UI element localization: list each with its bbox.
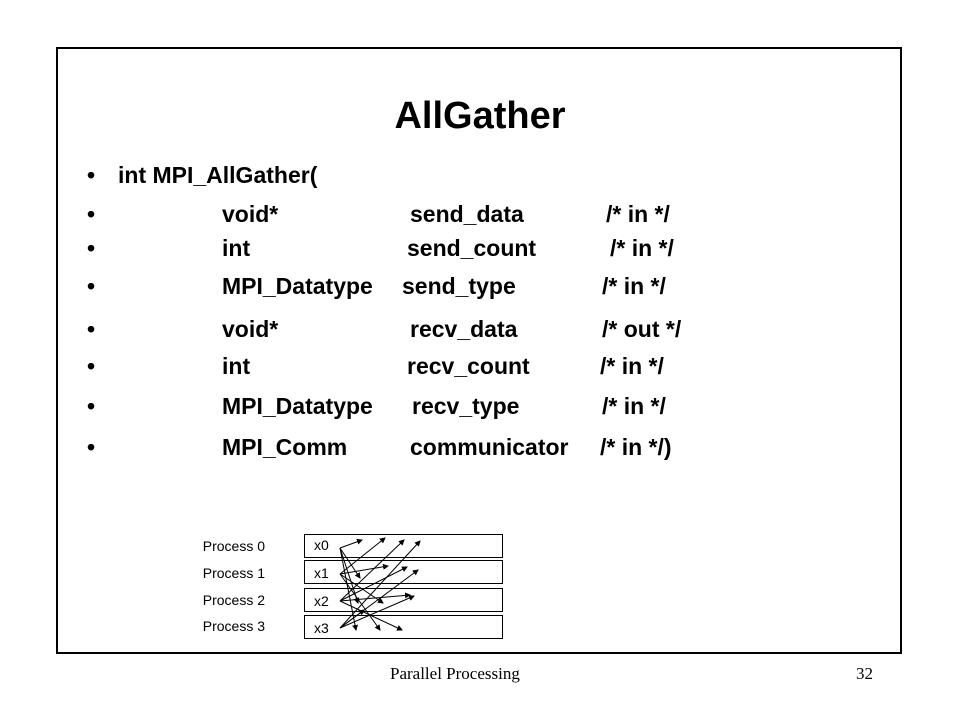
arrow-line xyxy=(339,566,408,602)
bullet-marker: • xyxy=(87,393,96,419)
arrow-line xyxy=(339,547,361,579)
bullet-marker: • xyxy=(87,235,96,261)
param-name: send_data xyxy=(410,201,524,227)
param-comment: /* in */ xyxy=(602,273,666,299)
function-signature: int MPI_AllGather( xyxy=(118,162,318,188)
process-buffer xyxy=(304,615,503,639)
bullet-marker: • xyxy=(87,434,96,460)
process-label: Process 3 xyxy=(202,618,265,634)
param-name: send_count xyxy=(407,235,537,261)
slide-number: 32 xyxy=(856,664,873,683)
process-label: Process 1 xyxy=(202,565,265,581)
arrow-line xyxy=(339,537,386,575)
slide-title: AllGather xyxy=(394,95,566,137)
footer-title: Parallel Processing xyxy=(390,664,520,683)
param-type: MPI_Datatype xyxy=(222,393,373,419)
param-name: communicator xyxy=(410,434,569,460)
param-type: int xyxy=(222,235,251,261)
process-value: x3 xyxy=(314,620,329,636)
param-comment: /* in */ xyxy=(600,353,664,379)
slide-frame xyxy=(56,47,902,654)
process-label: Process 2 xyxy=(202,592,265,608)
bullet-marker: • xyxy=(87,162,96,188)
arrow-line xyxy=(339,609,365,629)
process-value: x0 xyxy=(314,537,329,553)
param-name: send_type xyxy=(402,273,516,299)
param-comment: /* in */ xyxy=(610,235,674,261)
process-value: x1 xyxy=(314,565,329,581)
bullet-marker: • xyxy=(87,273,96,299)
param-type: void* xyxy=(222,201,279,227)
arrow-line xyxy=(339,573,381,631)
bullet-marker: • xyxy=(87,316,96,342)
arrow-line xyxy=(339,592,411,602)
param-comment: /* in */) xyxy=(600,434,672,460)
arrow-line xyxy=(339,539,405,602)
process-buffer xyxy=(304,560,503,584)
arrow-line xyxy=(339,600,403,631)
process-buffer xyxy=(304,534,503,558)
param-type: MPI_Datatype xyxy=(222,273,373,299)
arrow-line xyxy=(339,538,363,549)
arrow-line xyxy=(339,595,415,629)
param-type: void* xyxy=(222,316,279,342)
bullet-marker: • xyxy=(87,353,96,379)
param-type: MPI_Comm xyxy=(222,434,348,460)
param-name: recv_type xyxy=(412,393,520,419)
process-value: x2 xyxy=(314,593,329,609)
param-name: recv_data xyxy=(410,316,518,342)
param-comment: /* in */ xyxy=(602,393,666,419)
arrow-line xyxy=(339,563,389,575)
param-comment: /* out */ xyxy=(602,316,682,342)
arrow-line xyxy=(339,540,421,629)
param-name: recv_count xyxy=(407,353,530,379)
bullet-marker: • xyxy=(87,201,96,227)
arrow-line xyxy=(339,547,358,631)
param-type: int xyxy=(222,353,251,379)
process-label: Process 0 xyxy=(202,538,265,554)
param-comment: /* in */ xyxy=(606,201,670,227)
